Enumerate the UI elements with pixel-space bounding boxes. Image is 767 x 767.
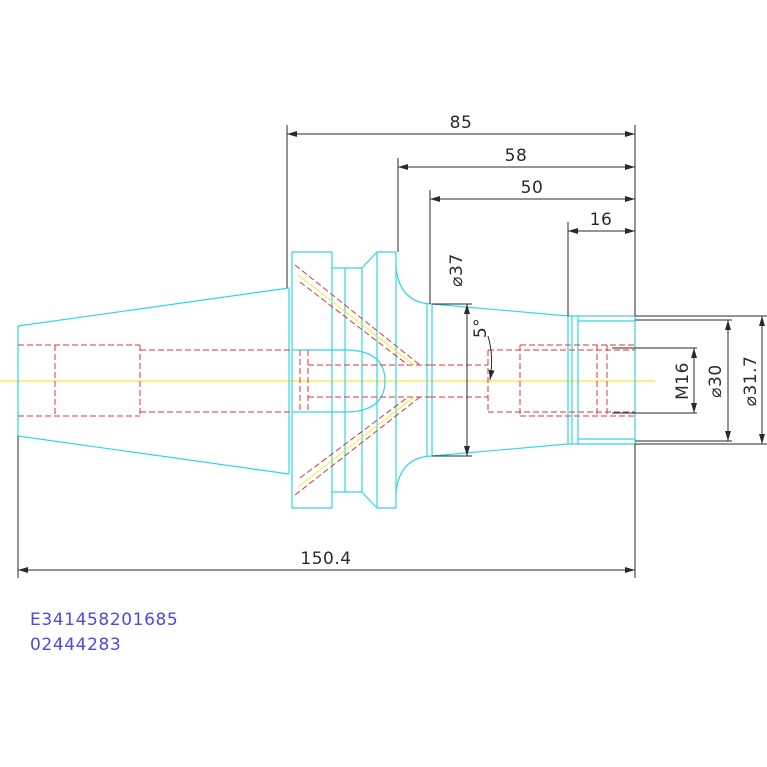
coolant-accents xyxy=(297,274,415,488)
dimension-lines xyxy=(18,131,765,573)
dim-m16-label: M16 xyxy=(673,362,693,400)
dim-58-label: 58 xyxy=(505,146,528,166)
dim-150-label: 150.4 xyxy=(300,549,351,569)
angle-5-label: 5° xyxy=(471,318,491,338)
product-code-line-1: E341458201685 xyxy=(30,610,179,630)
dim-30-label: ⌀30 xyxy=(706,364,726,397)
dim-16-label: 16 xyxy=(590,210,613,230)
angle-5-arc xyxy=(487,335,495,381)
dim-37-label: ⌀37 xyxy=(447,253,467,286)
dim-31-label: ⌀31.7 xyxy=(741,356,761,407)
hidden-lines xyxy=(18,264,635,496)
dim-85-label: 85 xyxy=(450,113,473,133)
product-code-line-2: 02444283 xyxy=(30,635,122,655)
dim-50-label: 50 xyxy=(521,178,544,198)
